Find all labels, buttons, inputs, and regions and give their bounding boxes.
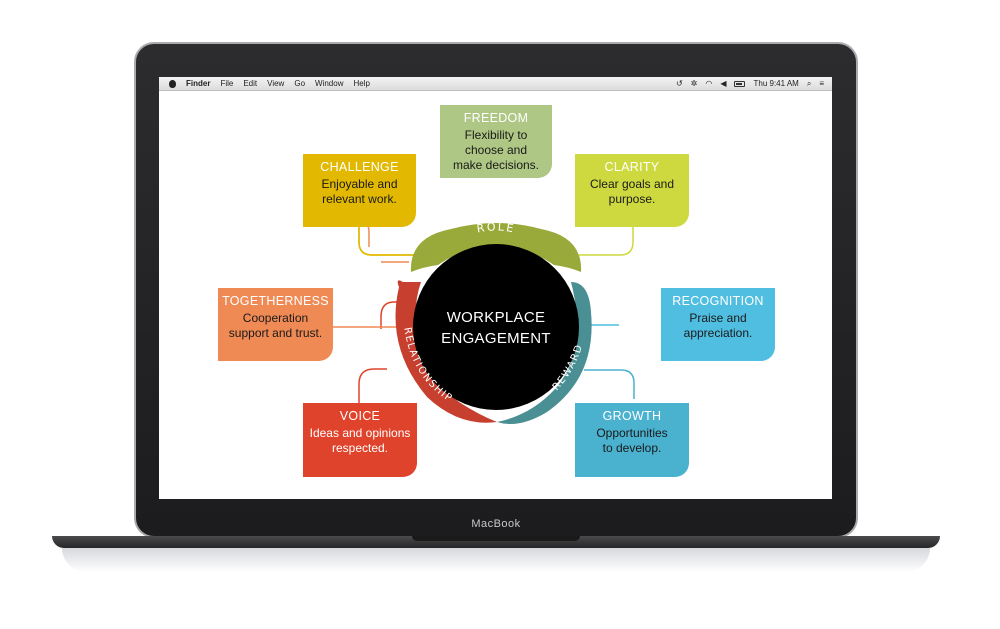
box-voice: VOICE Ideas and opinions respected. xyxy=(303,403,417,477)
box-title: FREEDOM xyxy=(463,111,529,125)
notification-center-icon[interactable]: ≡ xyxy=(819,79,824,88)
menu-item-go[interactable]: Go xyxy=(294,79,306,88)
box-desc-line: Flexibility to xyxy=(464,128,528,142)
center-title-line2: ENGAGEMENT xyxy=(441,330,551,347)
box-desc-line: Ideas and opinions xyxy=(309,426,411,440)
role-arc xyxy=(410,223,582,272)
box-togetherness: TOGETHERNESS Cooperation support and tru… xyxy=(218,288,333,361)
bluetooth-icon[interactable]: ✲ xyxy=(690,79,698,88)
box-freedom: FREEDOM Flexibility to choose and make d… xyxy=(440,105,552,178)
box-title: TOGETHERNESS xyxy=(222,294,329,308)
center-title-line1: WORKPLACE xyxy=(446,309,546,326)
box-title: RECOGNITION xyxy=(672,294,764,308)
box-desc-line: to develop. xyxy=(602,441,662,455)
laptop-base xyxy=(52,536,940,548)
apple-logo-icon[interactable] xyxy=(169,80,176,88)
connector-challenge xyxy=(358,227,414,256)
menu-item-file[interactable]: File xyxy=(220,79,234,88)
box-desc-line: relevant work. xyxy=(322,192,397,206)
box-growth: GROWTH Opportunities to develop. xyxy=(575,403,689,477)
menu-item-edit[interactable]: Edit xyxy=(243,79,258,88)
menu-bar: Finder File Edit View Go Window Help ↺ ✲… xyxy=(159,77,832,91)
box-desc-line: make decisions. xyxy=(452,158,540,172)
center-circle xyxy=(413,244,579,410)
connector-voice-line xyxy=(358,368,387,407)
laptop-brand-label: MacBook xyxy=(471,518,521,530)
role-label: ROLE xyxy=(476,220,516,235)
spotlight-search-icon[interactable]: ⌕ xyxy=(806,79,812,88)
box-desc-line: Cooperation xyxy=(242,311,309,325)
connector-voice xyxy=(380,301,404,329)
box-clarity: CLARITY Clear goals and purpose. xyxy=(575,154,689,227)
laptop-screen: Finder File Edit View Go Window Help ↺ ✲… xyxy=(159,77,832,499)
reward-arc xyxy=(497,282,592,425)
box-desc-line: Praise and xyxy=(689,311,747,325)
box-desc-line: support and trust. xyxy=(228,326,323,340)
box-desc-line: Opportunities xyxy=(596,426,668,440)
connector-growth xyxy=(584,369,635,399)
box-challenge: CHALLENGE Enjoyable and relevant work. xyxy=(303,154,416,227)
box-title: VOICE xyxy=(339,409,381,423)
menu-item-help[interactable]: Help xyxy=(353,79,370,88)
box-desc-line: choose and xyxy=(464,143,528,157)
box-desc-line: Enjoyable and xyxy=(321,177,398,191)
menu-item-window[interactable]: Window xyxy=(315,79,344,88)
laptop-reflection xyxy=(62,548,930,572)
box-desc-line: Clear goals and xyxy=(589,177,675,191)
battery-icon[interactable] xyxy=(734,81,746,87)
laptop-notch xyxy=(412,536,580,541)
connector-spare xyxy=(376,225,414,255)
volume-icon[interactable]: ◀ xyxy=(720,79,727,88)
box-desc-line: purpose. xyxy=(608,192,656,206)
time-machine-icon[interactable]: ↺ xyxy=(675,79,683,88)
box-title: CLARITY xyxy=(604,160,660,174)
menu-item-view[interactable]: View xyxy=(267,79,285,88)
connector-clarity xyxy=(579,227,634,256)
center-title: WORKPLACE ENGAGEMENT xyxy=(421,307,571,349)
wifi-icon[interactable]: ◠ xyxy=(705,79,713,88)
relationship-arc xyxy=(395,280,497,423)
box-desc-line: appreciation. xyxy=(683,326,753,340)
box-desc-line: respected. xyxy=(331,441,389,455)
box-title: CHALLENGE xyxy=(320,160,399,174)
menu-app-finder[interactable]: Finder xyxy=(186,79,211,88)
box-recognition: RECOGNITION Praise and appreciation. xyxy=(661,288,775,361)
menu-clock[interactable]: Thu 9:41 AM xyxy=(753,79,799,88)
box-title: GROWTH xyxy=(602,409,662,423)
